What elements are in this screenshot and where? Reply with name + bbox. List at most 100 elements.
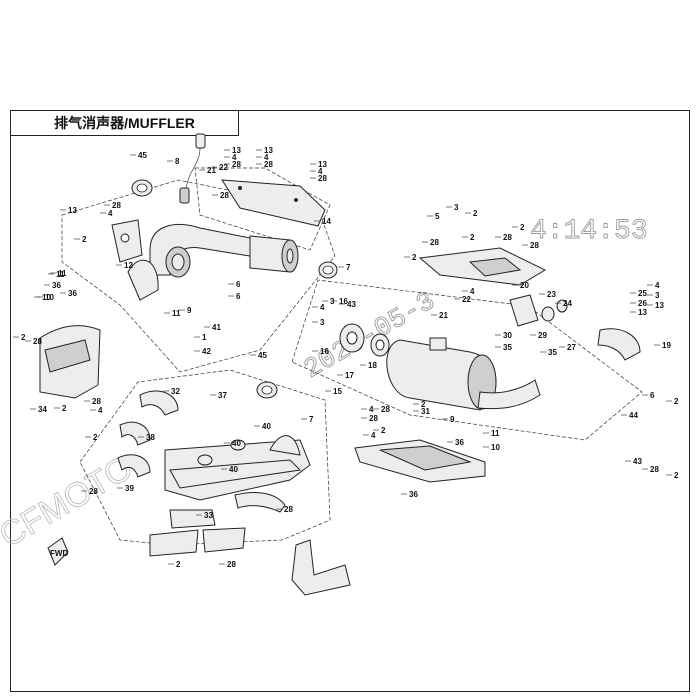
part-callout-5: 5 <box>435 212 440 221</box>
part-callout-28: 28 <box>112 201 121 210</box>
part-callout-28: 28 <box>264 160 273 169</box>
front-exhaust-pipe[interactable] <box>127 224 263 301</box>
catalytic-converter[interactable] <box>249 235 299 273</box>
part-callout-28: 28 <box>430 238 439 247</box>
heat-shield-bottom[interactable] <box>354 439 486 483</box>
part-callout-36: 36 <box>455 438 464 447</box>
part-callout-40: 40 <box>232 439 241 448</box>
part-callout-28: 28 <box>369 414 378 423</box>
tail-pipe[interactable] <box>597 328 641 361</box>
watermark-time: 4:14:53 <box>530 216 648 247</box>
part-callout-28: 28 <box>33 337 42 346</box>
heat-shield-muffler-top[interactable] <box>418 247 547 286</box>
part-callout-2: 2 <box>176 560 181 569</box>
part-callout-23: 23 <box>547 290 556 299</box>
part-callout-35: 35 <box>503 343 512 352</box>
diagram-frame <box>10 110 690 692</box>
part-callout-33: 33 <box>204 511 213 520</box>
heat-shield-left[interactable] <box>39 325 101 399</box>
watermark-brand: CFMOTO <box>0 449 139 555</box>
part-callout-18: 18 <box>368 361 377 370</box>
part-callout-11: 11 <box>58 269 67 278</box>
part-callout-3: 3 <box>330 297 335 306</box>
part-callout-13: 13 <box>318 160 327 169</box>
region-header-pipes <box>79 369 331 546</box>
part-callout-3: 3 <box>454 203 459 212</box>
part-callout-4: 4 <box>108 209 113 218</box>
gasket-lower[interactable] <box>256 381 278 399</box>
part-callout-4: 4 <box>470 287 475 296</box>
part-callout-9: 9 <box>450 415 455 424</box>
part-callout-13: 13 <box>232 146 241 155</box>
forward-arrow: FWD <box>47 537 69 566</box>
part-callout-28: 28 <box>227 560 236 569</box>
heat-shield-top[interactable] <box>221 179 326 227</box>
heat-shield-41[interactable] <box>169 509 216 529</box>
part-callout-37: 37 <box>218 391 227 400</box>
part-callout-28: 28 <box>530 241 539 250</box>
part-callout-10: 10 <box>491 443 500 452</box>
part-callout-24: 24 <box>563 299 572 308</box>
part-callout-30: 30 <box>503 331 512 340</box>
part-callout-28: 28 <box>89 487 98 496</box>
part-callout-26: 26 <box>638 299 647 308</box>
part-callout-2: 2 <box>381 426 386 435</box>
part-callout-31: 31 <box>421 407 430 416</box>
part-callout-2: 2 <box>470 233 475 242</box>
seal-ring-upper[interactable] <box>318 261 338 279</box>
part-callout-4: 4 <box>320 303 325 312</box>
part-callout-32: 32 <box>171 387 180 396</box>
region-heat-shield-top <box>194 167 331 251</box>
part-callout-2: 2 <box>62 404 67 413</box>
muffler-body[interactable] <box>386 337 541 411</box>
part-callout-16: 16 <box>320 347 329 356</box>
part-callout-2: 2 <box>520 223 525 232</box>
muffler-gaskets[interactable] <box>339 323 390 357</box>
pipe-clamps[interactable] <box>197 439 246 466</box>
part-callout-11: 11 <box>172 309 181 318</box>
part-callout-4: 4 <box>98 406 103 415</box>
part-callout-40: 40 <box>262 422 271 431</box>
part-callout-34: 34 <box>38 405 47 414</box>
part-callout-4: 4 <box>232 153 237 162</box>
title-box: 排气消声器/MUFFLER <box>10 110 239 136</box>
part-callout-36: 36 <box>68 289 77 298</box>
heat-shield-44[interactable] <box>149 529 199 557</box>
part-callout-9: 9 <box>187 306 192 315</box>
part-callout-4: 4 <box>264 153 269 162</box>
part-callout-41: 41 <box>212 323 221 332</box>
region-front-pipe <box>61 179 336 373</box>
part-callout-21: 21 <box>439 311 448 320</box>
muffler-mount-bracket[interactable] <box>291 539 351 596</box>
header-pipes[interactable] <box>117 390 311 501</box>
part-callout-13: 13 <box>655 301 664 310</box>
heat-shield-42[interactable] <box>234 492 286 513</box>
part-callout-14: 14 <box>322 217 331 226</box>
part-callout-10: 10 <box>42 293 51 302</box>
part-callout-22: 22 <box>462 295 471 304</box>
part-callout-2: 2 <box>674 471 679 480</box>
part-callout-28: 28 <box>92 397 101 406</box>
part-callout-7: 7 <box>346 263 351 272</box>
part-callout-4: 4 <box>369 405 374 414</box>
part-callout-3: 3 <box>320 318 325 327</box>
part-callout-11: 11 <box>491 429 500 438</box>
oxygen-sensor-top[interactable] <box>179 133 206 204</box>
part-callout-4: 4 <box>655 281 660 290</box>
flange-bracket[interactable] <box>111 219 143 263</box>
part-callout-39: 39 <box>125 484 134 493</box>
part-callout-11: 11 <box>56 270 65 279</box>
part-callout-43: 43 <box>347 300 356 309</box>
muffler-bracket[interactable] <box>509 294 539 327</box>
part-callout-12: 12 <box>124 261 133 270</box>
gasket-top[interactable] <box>131 179 153 197</box>
part-callout-45: 45 <box>258 351 267 360</box>
part-callout-13: 13 <box>264 146 273 155</box>
heat-shield-43[interactable] <box>202 527 246 553</box>
part-callout-2: 2 <box>21 333 26 342</box>
part-callout-28: 28 <box>220 191 229 200</box>
part-callout-28: 28 <box>503 233 512 242</box>
part-callout-28: 28 <box>381 405 390 414</box>
